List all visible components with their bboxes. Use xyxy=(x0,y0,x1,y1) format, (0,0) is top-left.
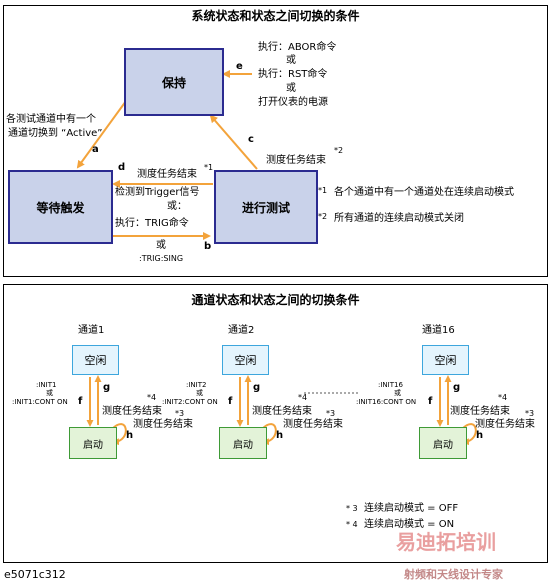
system-state-panel: 系统状态和状态之间切换的条件 保持 等待触发 进行测试 e 执行：ABOR命令 … xyxy=(3,5,548,277)
label-d: d xyxy=(118,162,126,173)
label-e: e xyxy=(236,61,243,72)
watermark-tagline: 射频和天线设计专家 xyxy=(404,568,503,581)
channel-state-arrows xyxy=(86,375,477,446)
c-condition: 测度任务结束 xyxy=(266,155,326,166)
idle-state-2: 空闲 xyxy=(222,345,269,375)
state-hold: 保持 xyxy=(124,48,224,116)
arrow-c xyxy=(209,114,258,170)
start-state-1: 启动 xyxy=(69,427,117,459)
state-measuring: 进行测试 xyxy=(214,170,318,244)
system-state-title: 系统状态和状态之间切换的条件 xyxy=(191,9,360,23)
label-b: b xyxy=(204,241,212,252)
idle-state-1: 空闲 xyxy=(72,345,119,375)
start-state-2: 启动 xyxy=(219,427,267,459)
watermark-logo: 易迪拓培训 xyxy=(396,530,496,554)
channel-state-panel: 通道状态和状态之间的切换条件 通道1 空闲 启动 f g h xyxy=(3,284,548,563)
d-condition: 测度任务结束 xyxy=(137,169,197,180)
label-a: a xyxy=(92,144,99,155)
idle-state-16: 空闲 xyxy=(422,345,469,375)
channel-state-title: 通道状态和状态之间的切换条件 xyxy=(191,293,360,307)
system-state-arrows xyxy=(76,70,258,240)
d-mark: *1 xyxy=(204,163,214,172)
arrow-a xyxy=(76,100,127,169)
figure-id: e5071c312 xyxy=(4,568,66,581)
state-wait-trigger: 等待触发 xyxy=(8,170,113,244)
c-mark: *2 xyxy=(334,146,344,155)
start-state-16: 启动 xyxy=(419,427,467,459)
label-c: c xyxy=(248,134,254,145)
